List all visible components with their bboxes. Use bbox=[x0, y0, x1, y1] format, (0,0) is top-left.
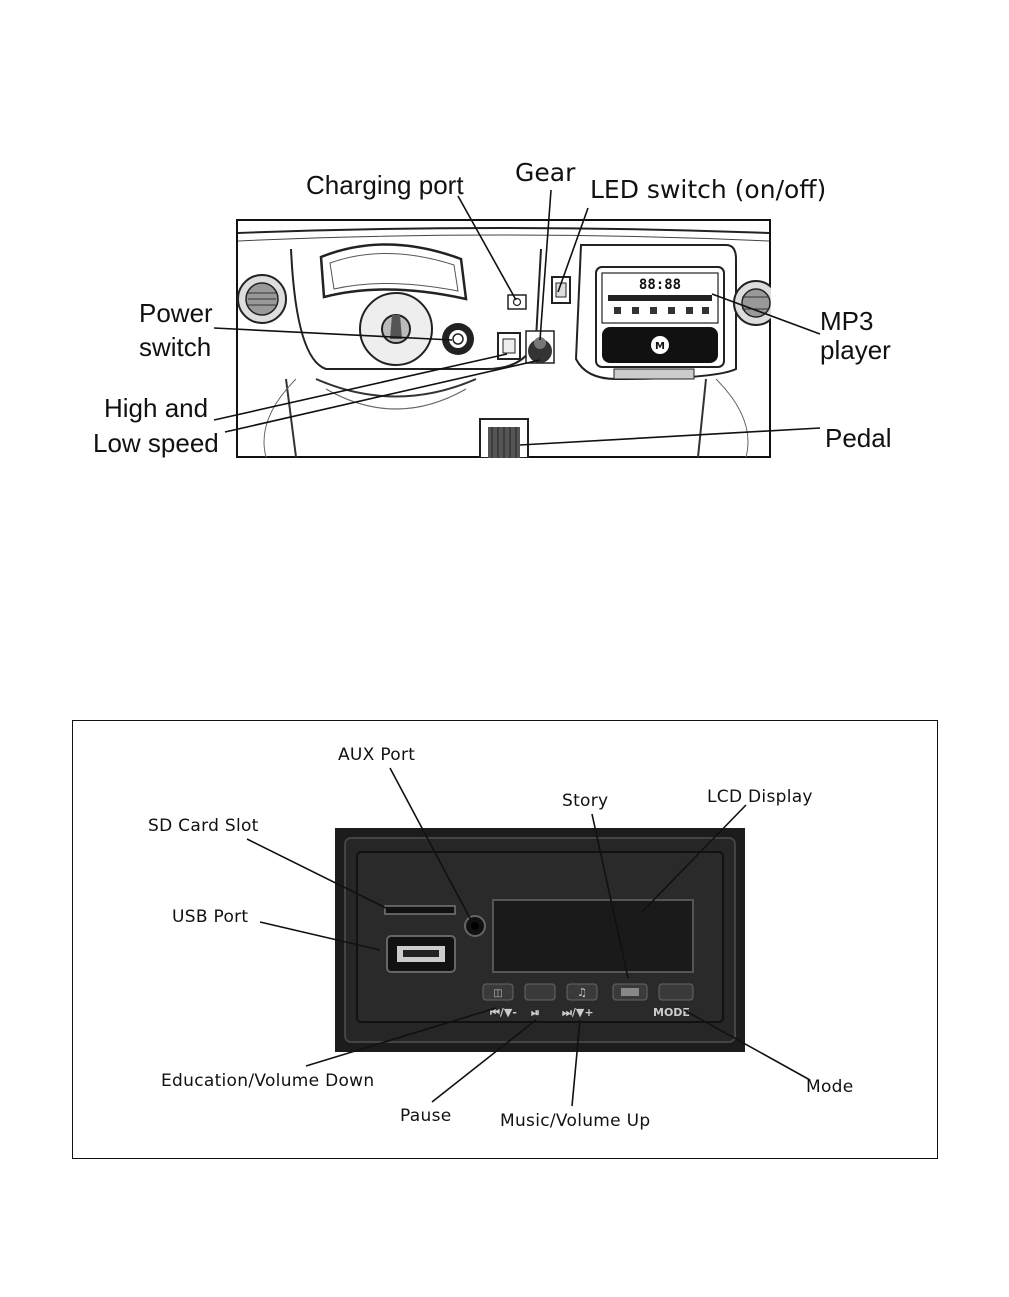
label-usb-port: USB Port bbox=[172, 909, 248, 926]
label-music-volume-up: Music/Volume Up bbox=[500, 1113, 650, 1130]
label-story: Story bbox=[562, 793, 608, 810]
label-sd-card-slot: SD Card Slot bbox=[148, 818, 259, 835]
label-aux-port: AUX Port bbox=[338, 747, 415, 764]
label-education-volume-down: Education/Volume Down bbox=[161, 1073, 374, 1090]
label-pause: Pause bbox=[400, 1108, 452, 1125]
label-lcd-display: LCD Display bbox=[707, 789, 813, 806]
label-mode: Mode bbox=[806, 1079, 854, 1096]
